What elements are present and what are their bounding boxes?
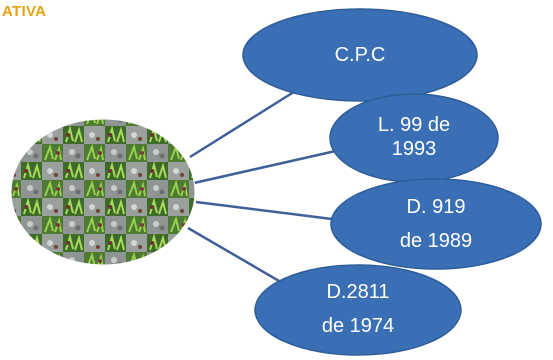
node-d2811-label: D.2811 de 1974 — [298, 281, 418, 343]
connector-line — [189, 83, 306, 159]
node-l99-label: L. 99 de 1993 — [354, 113, 474, 161]
nature-collage-image — [10, 118, 196, 266]
node-d919-label: D. 919 de 1989 — [376, 196, 496, 258]
node-cpc-line1: C.P.C — [334, 44, 386, 66]
node-l99-line1: L. 99 de — [377, 114, 451, 136]
node-d919-line2: de 1989 — [399, 230, 473, 252]
page-heading: ATIVA — [2, 3, 47, 20]
node-d2811-line1: D.2811 — [326, 281, 390, 303]
node-cpc-label: C.P.C — [300, 43, 420, 67]
node-l99-line2: 1993 — [391, 138, 437, 160]
connector-line — [195, 200, 341, 222]
node-cpc-ellipse — [242, 8, 478, 102]
node-d919-line1: D. 919 — [406, 196, 466, 218]
connector-line — [193, 148, 341, 185]
node-d2811-ellipse — [254, 264, 462, 356]
node-d2811-line2: de 1974 — [321, 315, 395, 337]
node-d919-ellipse — [330, 178, 542, 270]
